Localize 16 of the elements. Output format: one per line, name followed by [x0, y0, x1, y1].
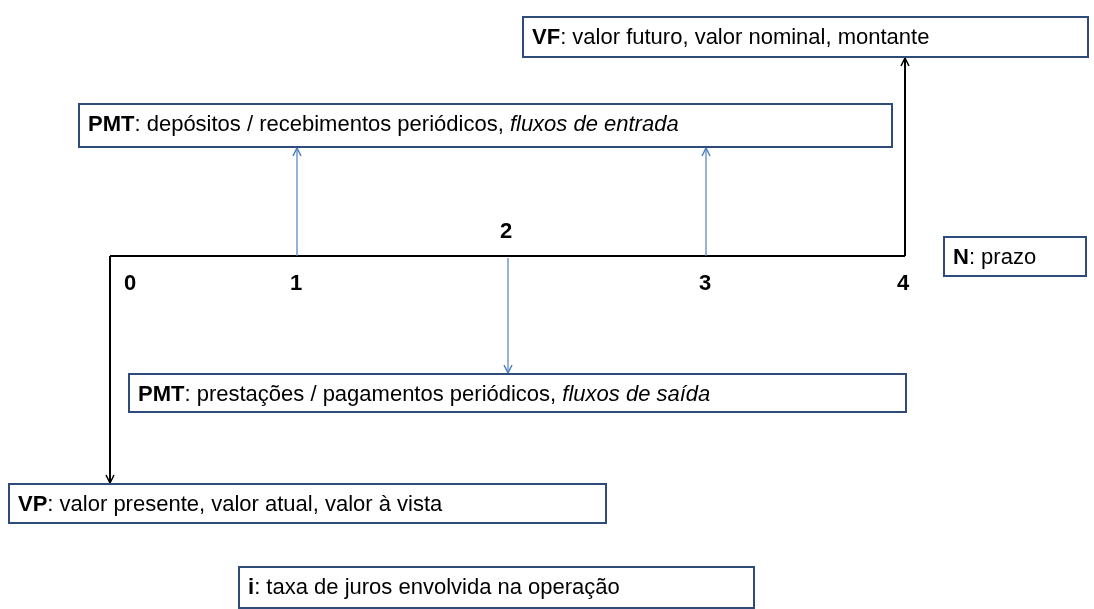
period-number: 1: [290, 270, 303, 296]
period-number: 2: [500, 218, 513, 244]
cash-flow-arrow: [503, 257, 513, 374]
cash-flow-arrow: [105, 255, 115, 484]
period-number: 3: [699, 270, 712, 296]
cash-flow-arrow: [292, 147, 302, 257]
definition-box: PMT: prestações / pagamentos periódicos, fluxos de saída: [128, 373, 907, 413]
definition-box: VP: valor presente, valor atual, valor à vista: [8, 483, 607, 524]
definition-box: N: prazo: [943, 236, 1087, 277]
cash-flow-arrow: [701, 147, 711, 257]
period-number: 4: [897, 270, 910, 296]
cash-flow-arrow: [900, 57, 910, 257]
definition-box: PMT: depósitos / recebimentos periódicos, fluxos de entrada: [78, 103, 893, 148]
period-number: 0: [124, 270, 137, 296]
definition-box: VF: valor futuro, valor nominal, montante: [522, 16, 1089, 58]
definition-box: i: taxa de juros envolvida na operação: [238, 566, 755, 609]
